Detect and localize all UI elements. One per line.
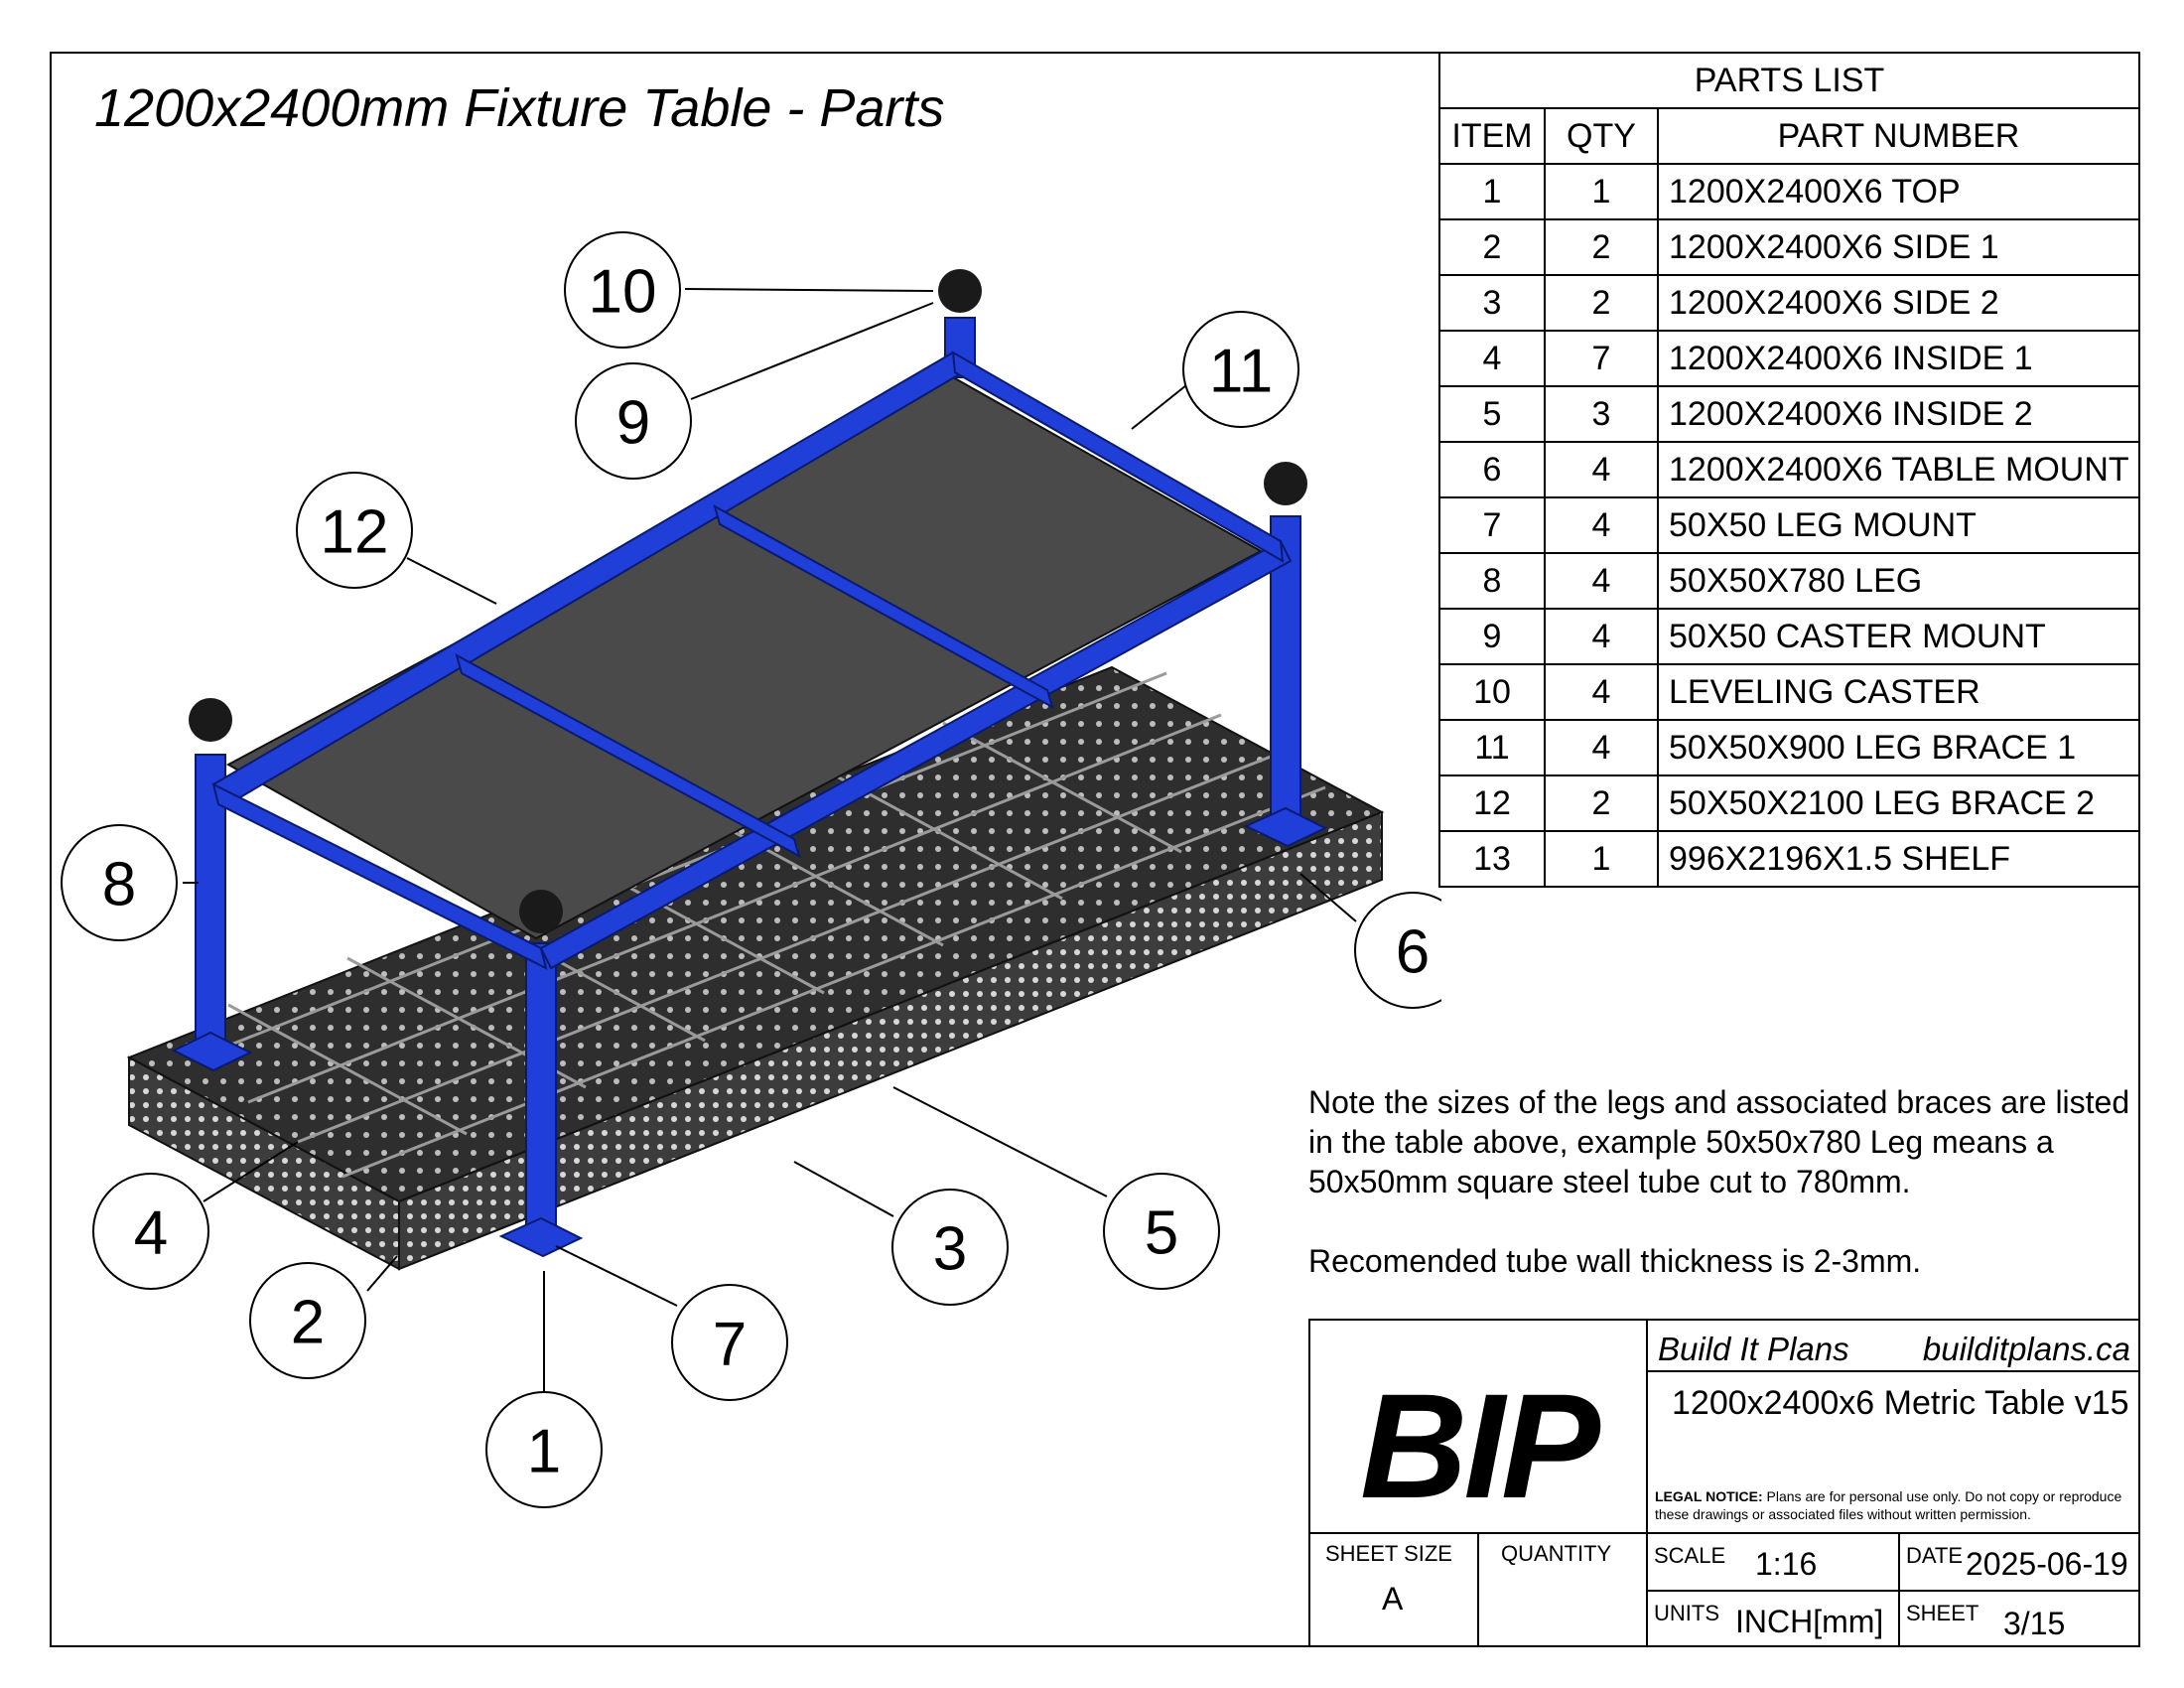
quantity-label: QUANTITY xyxy=(1501,1541,1612,1566)
part-quantity: 2 xyxy=(1544,274,1659,332)
part-number: 996X2196X1.5 SHELF xyxy=(1657,830,2140,888)
note-paragraph-1: Note the sizes of the legs and associate… xyxy=(1308,1084,2130,1199)
date-label: DATE xyxy=(1906,1543,1964,1568)
part-item-number: 6 xyxy=(1438,441,1546,498)
part-item-number: 1 xyxy=(1438,163,1546,220)
balloon-11: 11 xyxy=(1209,338,1273,406)
balloon-9: 9 xyxy=(616,389,650,458)
part-item-number: 13 xyxy=(1438,830,1546,888)
part-quantity: 2 xyxy=(1544,774,1659,832)
sheet-size-label: SHEET SIZE xyxy=(1325,1541,1452,1566)
bip-logo: BIP xyxy=(1310,1321,1648,1534)
part-number: 50X50X780 LEG xyxy=(1657,552,2140,610)
part-quantity: 4 xyxy=(1544,441,1659,498)
date-value: 2025-06-19 xyxy=(1966,1546,2128,1582)
part-item-number: 3 xyxy=(1438,274,1546,332)
part-quantity: 1 xyxy=(1544,830,1659,888)
note-paragraph-2: Recomended tube wall thickness is 2-3mm. xyxy=(1308,1243,1922,1279)
column-header-part-number: PART NUMBER xyxy=(1657,107,2140,165)
sheet-size-value: A xyxy=(1382,1581,1404,1617)
company-name: Build It Plans xyxy=(1658,1331,1849,1367)
balloon-2: 2 xyxy=(291,1289,325,1357)
part-number: 50X50X900 LEG BRACE 1 xyxy=(1657,719,2140,776)
blue-leg-frame xyxy=(171,317,1328,1258)
balloon-4: 4 xyxy=(134,1199,168,1268)
balloon-12: 12 xyxy=(321,498,389,567)
part-item-number: 7 xyxy=(1438,496,1546,554)
parts-list-title: PARTS LIST xyxy=(1438,52,2140,109)
company-website: builditplans.ca xyxy=(1922,1331,2130,1367)
part-quantity: 1 xyxy=(1544,163,1659,220)
balloon-1: 1 xyxy=(527,1418,561,1486)
part-quantity: 4 xyxy=(1544,719,1659,776)
part-item-number: 12 xyxy=(1438,774,1546,832)
part-item-number: 11 xyxy=(1438,719,1546,776)
sheet-number: 3/15 xyxy=(2003,1606,2066,1641)
part-quantity: 4 xyxy=(1544,608,1659,665)
part-item-number: 10 xyxy=(1438,663,1546,721)
units-label: UNITS xyxy=(1654,1601,1719,1625)
part-item-number: 9 xyxy=(1438,608,1546,665)
part-quantity: 7 xyxy=(1544,330,1659,387)
part-quantity: 4 xyxy=(1544,663,1659,721)
fixture-table-body xyxy=(126,665,1385,1271)
part-number: 50X50 CASTER MOUNT xyxy=(1657,608,2140,665)
part-item-number: 4 xyxy=(1438,330,1546,387)
scale-label: SCALE xyxy=(1654,1543,1726,1568)
legal-notice: LEGAL NOTICE: Plans are for personal use… xyxy=(1655,1488,2122,1522)
balloon-10: 10 xyxy=(589,258,657,327)
balloon-3: 3 xyxy=(933,1215,967,1284)
balloon-6: 6 xyxy=(1396,918,1430,987)
balloon-8: 8 xyxy=(102,851,136,919)
part-number: 50X50 LEG MOUNT xyxy=(1657,496,2140,554)
column-header-item: ITEM xyxy=(1438,107,1546,165)
part-item-number: 2 xyxy=(1438,218,1546,276)
part-quantity: 4 xyxy=(1544,552,1659,610)
drawing-note: Note the sizes of the legs and associate… xyxy=(1308,1082,2132,1321)
part-number: 50X50X2100 LEG BRACE 2 xyxy=(1657,774,2140,832)
title-block: BIP Build It Plans builditplans.ca 1200x… xyxy=(1308,1319,2140,1647)
column-header-qty: QTY xyxy=(1544,107,1659,165)
callout-balloons xyxy=(61,231,1441,1508)
part-number: 1200X2400X6 SIDE 1 xyxy=(1657,218,2140,276)
part-item-number: 8 xyxy=(1438,552,1546,610)
leveling-casters xyxy=(189,269,1307,933)
part-quantity: 2 xyxy=(1544,218,1659,276)
part-item-number: 5 xyxy=(1438,385,1546,443)
part-quantity: 3 xyxy=(1544,385,1659,443)
balloon-5: 5 xyxy=(1145,1199,1178,1268)
part-number: 1200X2400X6 INSIDE 2 xyxy=(1657,385,2140,443)
scale-value: 1:16 xyxy=(1755,1546,1818,1582)
part-number: 1200X2400X6 SIDE 2 xyxy=(1657,274,2140,332)
part-number: 1200X2400X6 TOP xyxy=(1657,163,2140,220)
isometric-assembly-drawing: 1 2 3 4 5 6 7 8 9 10 11 12 xyxy=(61,231,1441,1508)
units-value: INCH[mm] xyxy=(1735,1604,1884,1639)
document-name: 1200x2400x6 Metric Table v15 xyxy=(1672,1384,2129,1422)
drawing-title: 1200x2400mm Fixture Table - Parts xyxy=(94,78,945,138)
part-number: LEVELING CASTER xyxy=(1657,663,2140,721)
part-number: 1200X2400X6 INSIDE 1 xyxy=(1657,330,2140,387)
sheet-label: SHEET xyxy=(1906,1601,1979,1625)
balloon-7: 7 xyxy=(713,1311,747,1379)
part-quantity: 4 xyxy=(1544,496,1659,554)
part-number: 1200X2400X6 TABLE MOUNT xyxy=(1657,441,2140,498)
